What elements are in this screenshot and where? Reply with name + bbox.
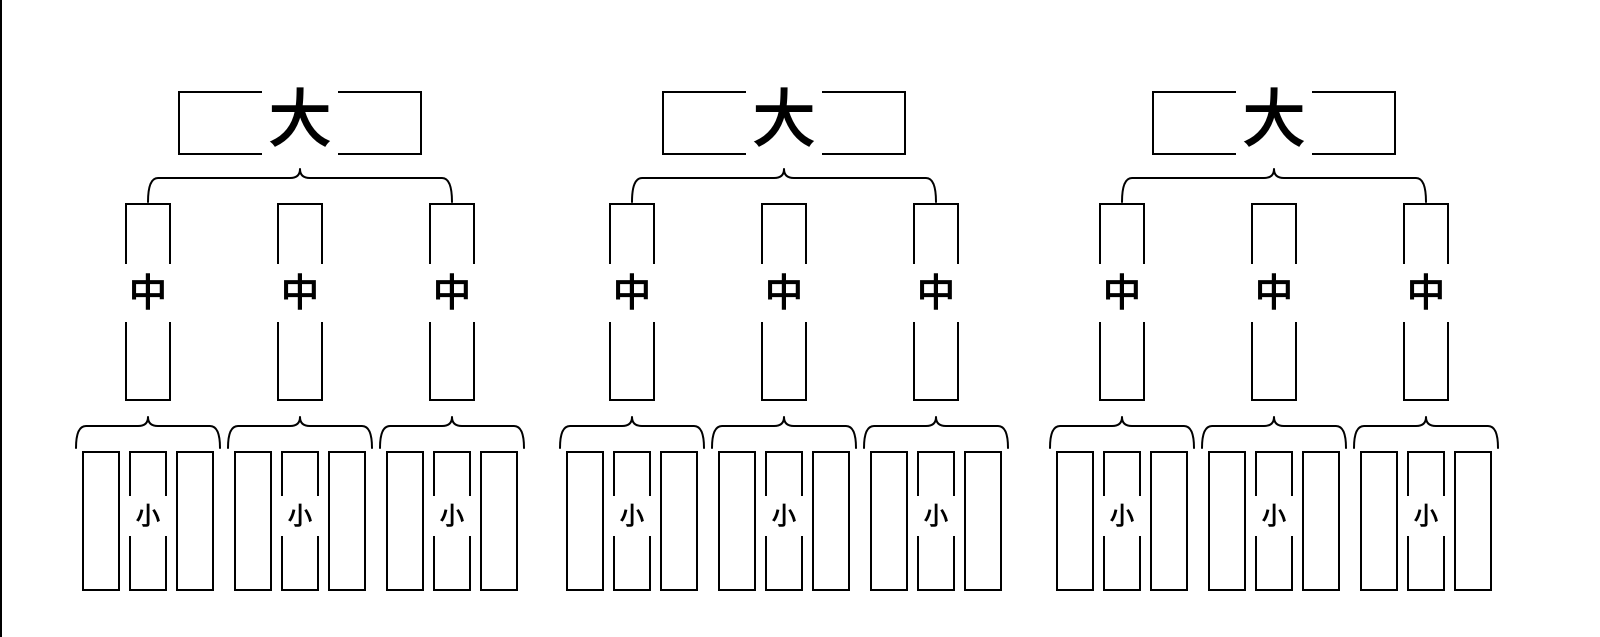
- small-label-gap: [611, 496, 653, 536]
- small-category-box: [1360, 451, 1398, 591]
- big-category-label: 大: [1243, 83, 1305, 156]
- middle-label-gap: [759, 264, 809, 322]
- middle-label-gap: [607, 264, 657, 322]
- middle-to-small-brace: [1049, 416, 1195, 449]
- small-category-label: 小: [440, 502, 464, 530]
- small-label-gap: [915, 496, 957, 536]
- big-category-label: 大: [753, 83, 815, 156]
- small-category-label: 小: [772, 502, 796, 530]
- middle-node-2: 中小: [1201, 203, 1347, 591]
- small-category-label: 小: [924, 502, 948, 530]
- middle-to-small-brace: [559, 416, 705, 449]
- middle-label-gap: [123, 264, 173, 322]
- small-category-box: [1208, 451, 1246, 591]
- small-label-gap: [431, 496, 473, 536]
- big-to-middle-brace: [147, 168, 453, 203]
- middle-category-label: 中: [1103, 271, 1141, 315]
- middle-to-small-brace: [863, 416, 1009, 449]
- middle-category-label: 中: [433, 271, 471, 315]
- middle-label-gap: [1401, 264, 1451, 322]
- middle-node-3: 中小: [379, 203, 525, 591]
- small-category-box: [1150, 451, 1188, 591]
- small-category-label: 小: [1414, 502, 1438, 530]
- small-category-label: 小: [1262, 502, 1286, 530]
- small-category-box: [660, 451, 698, 591]
- small-label-gap: [1253, 496, 1295, 536]
- big-to-middle-brace: [631, 168, 937, 203]
- middle-category-label: 中: [917, 271, 955, 315]
- middle-to-small-brace: [227, 416, 373, 449]
- middle-to-small-brace: [75, 416, 221, 449]
- middle-node-1: 中小: [559, 203, 705, 591]
- small-category-box: [718, 451, 756, 591]
- middle-label-gap: [911, 264, 961, 322]
- small-category-label: 小: [620, 502, 644, 530]
- small-category-box: [964, 451, 1002, 591]
- small-category-box: [812, 451, 850, 591]
- big-label-gap: [1236, 88, 1312, 158]
- middle-node-3: 中小: [1353, 203, 1499, 591]
- small-category-box: [480, 451, 518, 591]
- small-category-box: [176, 451, 214, 591]
- middle-node-2: 中小: [227, 203, 373, 591]
- middle-label-gap: [1097, 264, 1147, 322]
- middle-category-label: 中: [129, 271, 167, 315]
- big-label-gap: [262, 88, 338, 158]
- middle-category-label: 中: [613, 271, 651, 315]
- middle-label-gap: [1249, 264, 1299, 322]
- small-category-box: [1302, 451, 1340, 591]
- small-label-gap: [279, 496, 321, 536]
- small-label-gap: [763, 496, 805, 536]
- middle-category-label: 中: [765, 271, 803, 315]
- middle-to-small-brace: [1353, 416, 1499, 449]
- small-category-box: [386, 451, 424, 591]
- middle-node-3: 中小: [863, 203, 1009, 591]
- middle-node-2: 中小: [711, 203, 857, 591]
- small-category-box: [1454, 451, 1492, 591]
- small-category-box: [82, 451, 120, 591]
- middle-category-label: 中: [1255, 271, 1293, 315]
- middle-to-small-brace: [379, 416, 525, 449]
- small-category-label: 小: [136, 502, 160, 530]
- big-label-gap: [746, 88, 822, 158]
- small-label-gap: [127, 496, 169, 536]
- small-category-box: [566, 451, 604, 591]
- big-category-label: 大: [269, 83, 331, 156]
- middle-to-small-brace: [711, 416, 857, 449]
- middle-node-1: 中小: [1049, 203, 1195, 591]
- middle-label-gap: [275, 264, 325, 322]
- small-label-gap: [1405, 496, 1447, 536]
- middle-label-gap: [427, 264, 477, 322]
- middle-category-label: 中: [281, 271, 319, 315]
- middle-to-small-brace: [1201, 416, 1347, 449]
- small-category-label: 小: [288, 502, 312, 530]
- small-category-box: [234, 451, 272, 591]
- small-category-label: 小: [1110, 502, 1134, 530]
- small-label-gap: [1101, 496, 1143, 536]
- middle-category-label: 中: [1407, 271, 1445, 315]
- small-category-box: [870, 451, 908, 591]
- big-to-middle-brace: [1121, 168, 1427, 203]
- small-category-box: [328, 451, 366, 591]
- small-category-box: [1056, 451, 1094, 591]
- middle-node-1: 中小: [75, 203, 221, 591]
